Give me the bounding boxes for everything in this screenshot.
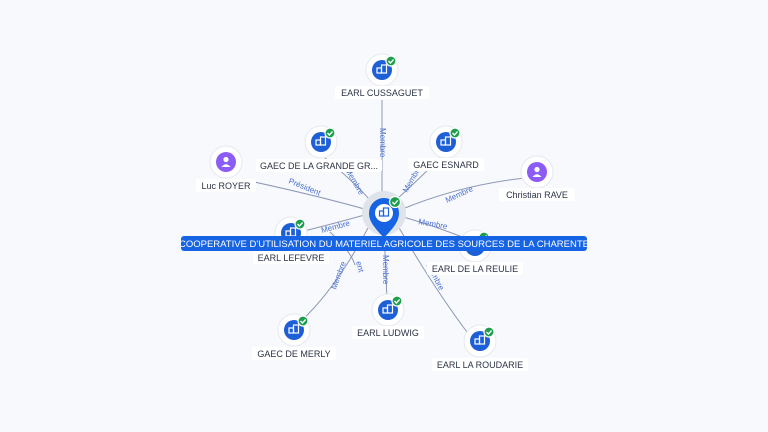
building-icon [376,64,388,74]
edge-label-extra: ent [354,260,366,274]
building-icon [315,136,327,146]
node-label: EARL DE LA REULIE [432,264,518,274]
center-label: COOPERATIVE D'UTILISATION DU MATERIEL AG… [179,239,589,250]
center-label-background [181,236,587,251]
node-earl-ludwig[interactable]: EARL LUDWIG [352,293,424,339]
edge-label-luc-royer: Président [287,177,322,198]
edge-label-earl-lefevre: Membre [320,219,351,235]
verified-check-icon [294,218,306,230]
verified-check-icon [297,315,309,327]
verified-check-icon [388,195,402,209]
node-gaec-grande[interactable]: GAEC DE LA GRANDE GR... [256,125,382,172]
building-icon [474,335,486,345]
edge-label-earl-reulie: Membre [418,217,449,231]
edge-label-christian-rave: Membre [444,184,475,205]
person-icon [532,166,542,177]
node-label: Christian RAVE [506,190,568,200]
building-icon [440,136,452,146]
node-label: GAEC DE LA GRANDE GR... [260,161,378,171]
node-earl-cussaguet[interactable]: EARL CUSSAGUET [335,53,429,99]
building-icon [382,304,394,314]
node-label: EARL LEFEVRE [258,253,325,263]
node-label: EARL LA ROUDARIE [437,360,523,370]
edge-label-earl-ludwig: Membre [381,255,390,285]
building-icon [378,207,390,217]
verified-check-icon [385,55,397,67]
node-christian-rave[interactable]: Christian RAVE [499,155,575,201]
edge-label-gaec-merly: Membre [329,260,348,291]
node-label: EARL LUDWIG [357,328,419,338]
node-earl-roudarie[interactable]: EARL LA ROUDARIE [432,324,528,371]
edge-christian-rave [399,177,526,211]
building-icon [288,324,300,334]
verified-check-icon [483,326,495,338]
verified-check-icon [324,127,336,139]
node-gaec-esnard[interactable]: GAEC ESNARD [408,125,484,171]
verified-check-icon [391,295,403,307]
node-luc-royer[interactable]: Luc ROYER [196,145,256,192]
node-label: Luc ROYER [201,181,251,191]
node-gaec-merly[interactable]: GAEC DE MERLY [252,313,336,360]
verified-check-icon [449,127,461,139]
edge-luc-royer [244,179,369,211]
person-icon [221,156,231,167]
node-label: GAEC ESNARD [413,160,479,170]
node-label: EARL CUSSAGUET [341,88,423,98]
edge-label-earl-cussaguet: Membre [378,128,387,158]
node-label: GAEC DE MERLY [257,349,330,359]
center-node[interactable]: COOPERATIVE D'UTILISATION DU MATERIEL AG… [179,191,589,251]
